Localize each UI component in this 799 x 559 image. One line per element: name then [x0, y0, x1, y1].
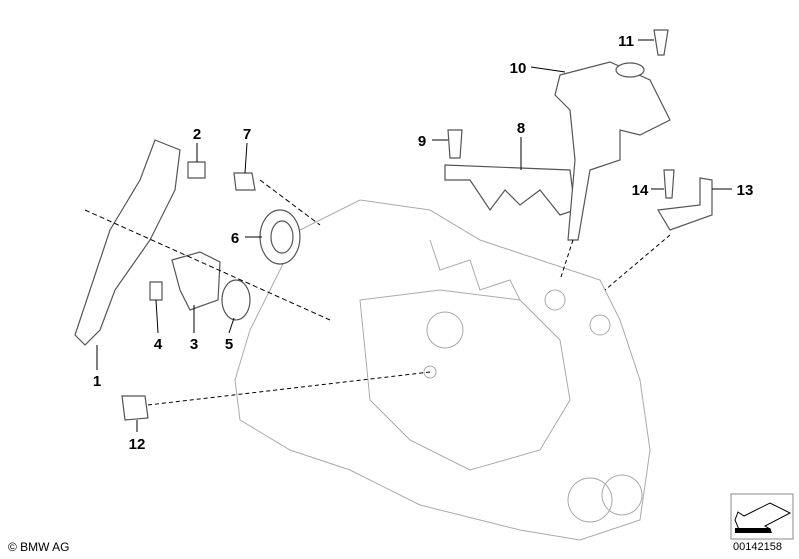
label-7: 7	[243, 126, 251, 143]
shift-mechanism-top	[615, 62, 645, 78]
seal-ring	[221, 279, 251, 321]
bolt-9	[447, 129, 463, 159]
leader-lines	[84, 39, 732, 432]
transmission-housing	[234, 199, 651, 541]
label-3: 3	[190, 336, 198, 353]
guide-sleeve	[171, 251, 221, 311]
bracket	[657, 177, 713, 231]
bolt-14	[663, 169, 675, 199]
label-6: 6	[231, 230, 239, 247]
label-8: 8	[517, 120, 525, 137]
label-9: 9	[418, 133, 426, 150]
label-13: 13	[737, 182, 754, 199]
label-2: 2	[193, 126, 201, 143]
shift-forks	[444, 164, 576, 216]
plug	[233, 172, 256, 191]
label-5: 5	[225, 336, 233, 353]
label-11: 11	[618, 33, 634, 50]
pivot-pin	[187, 161, 206, 179]
copyright: © BMW AG	[8, 540, 70, 554]
bolt-11	[653, 29, 669, 56]
shift-mechanism	[554, 61, 671, 241]
diagram-number: 00142158	[733, 541, 782, 553]
label-4: 4	[154, 336, 163, 353]
release-lever	[74, 139, 181, 346]
bolt-4	[149, 281, 163, 301]
label-12: 12	[129, 436, 146, 453]
label-14: 14	[632, 182, 649, 199]
shaft-seal-inner	[270, 220, 294, 254]
label-10: 10	[510, 60, 527, 77]
switch-sensor	[121, 395, 149, 421]
direction-arrow-icon	[730, 493, 794, 540]
label-1: 1	[93, 373, 101, 390]
